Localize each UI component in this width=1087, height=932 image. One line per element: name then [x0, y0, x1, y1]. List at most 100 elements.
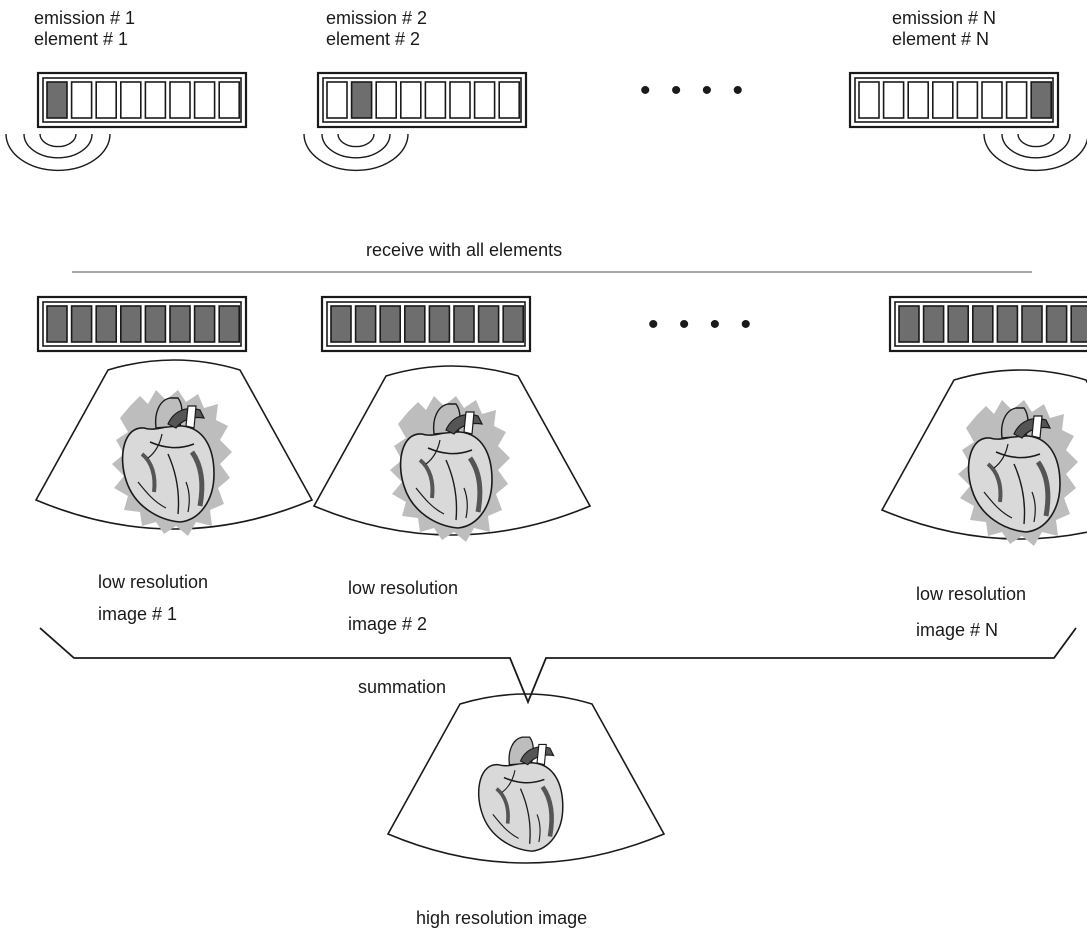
low-res-label-2: low resolution image # 2 [348, 570, 458, 642]
transducer-element [193, 81, 216, 119]
transducer-array-emission-n [848, 71, 1060, 129]
element-n-number: element # N [892, 29, 990, 49]
waves-emission-2 [303, 133, 409, 172]
transducer-element [971, 305, 994, 343]
emission-2-number: emission # 2 [326, 8, 428, 28]
transducer-element [449, 81, 471, 119]
transducer-element [931, 81, 954, 119]
transducer-element [330, 305, 352, 343]
transducer-element [403, 305, 426, 343]
transducer-element [326, 81, 348, 119]
wave-arc [1017, 133, 1055, 148]
waves-emission-1 [5, 133, 111, 172]
transducer-array-receive-2 [320, 295, 532, 353]
low-res-image-n [880, 369, 1087, 546]
transducer-element [193, 305, 216, 343]
transducer-element [428, 305, 451, 343]
transducer-element [498, 81, 521, 119]
transducer-element [70, 305, 93, 343]
transducer-element [399, 81, 422, 119]
receive-label: receive with all elements [366, 240, 563, 260]
low-res-label-1: low resolution image # 1 [98, 566, 208, 630]
transducer-element [907, 81, 930, 119]
transducer-array-emission-2 [316, 71, 528, 129]
high-res-label: high resolution image [416, 908, 588, 928]
low-res-n-line1: low resolution [916, 584, 1027, 604]
transducer-element [502, 305, 525, 343]
transducer-element [218, 305, 240, 343]
transducer-element [354, 305, 377, 343]
wave-arc [39, 133, 77, 148]
transducer-element [1045, 305, 1068, 343]
element-1-number: element # 1 [34, 29, 129, 49]
transducer-element [169, 81, 191, 119]
emission-n-label: emission # N element # N [892, 8, 996, 50]
ellipsis-middle: • • • • [648, 308, 758, 341]
transducer-element [1021, 305, 1043, 343]
transducer-element [858, 81, 880, 119]
low-res-n-line2: image # N [916, 620, 999, 640]
high-res-image [386, 693, 666, 864]
transducer-element [453, 305, 475, 343]
emission-1-label: emission # 1 element # 1 [34, 8, 135, 50]
wave-arc [337, 133, 375, 148]
transducer-array-receive-1 [36, 295, 248, 353]
transducer-element [1070, 305, 1087, 343]
array-inner-frame [326, 301, 526, 347]
low-res-image-2 [312, 365, 592, 542]
low-res-1-line1: low resolution [98, 572, 209, 592]
element-2-number: element # 2 [326, 29, 421, 49]
transducer-element [120, 81, 142, 119]
transducer-element [144, 305, 167, 343]
transducer-element [1005, 81, 1028, 119]
transducer-element [956, 81, 979, 119]
transducer-element [95, 81, 117, 119]
wave-arc [983, 133, 1087, 172]
transducer-element [144, 81, 167, 119]
transducer-element [120, 305, 142, 343]
transducer-array-emission-1 [36, 71, 248, 129]
wave-arc [5, 133, 111, 172]
transducer-element [477, 305, 500, 343]
transducer-element [95, 305, 117, 343]
low-res-2-line1: low resolution [348, 578, 459, 598]
wave-arc [1001, 133, 1071, 159]
wave-arc [23, 133, 93, 159]
wave-arc [303, 133, 409, 172]
transducer-element [882, 81, 905, 119]
transducer-element [218, 81, 240, 119]
array-inner-frame [322, 77, 522, 123]
transducer-element [996, 305, 1019, 343]
transducer-element [46, 81, 68, 119]
transducer-element [169, 305, 191, 343]
transducer-element [350, 81, 373, 119]
transducer-element [375, 81, 398, 119]
low-res-2-line2: image # 2 [348, 614, 428, 634]
array-inner-frame [42, 77, 242, 123]
transducer-element [922, 305, 945, 343]
transducer-element [46, 305, 68, 343]
array-inner-frame [894, 301, 1087, 347]
waves-emission-n [983, 133, 1087, 172]
array-inner-frame [42, 301, 242, 347]
transducer-element [981, 81, 1003, 119]
transducer-element [898, 305, 920, 343]
emission-1-number: emission # 1 [34, 8, 136, 28]
emission-n-number: emission # N [892, 8, 997, 28]
transducer-element [424, 81, 447, 119]
ellipsis-top: • • • • [640, 74, 750, 107]
summation-label: summation [358, 677, 447, 697]
transducer-element [70, 81, 93, 119]
transducer-element [947, 305, 970, 343]
transducer-element [1030, 81, 1052, 119]
low-res-1-line2: image # 1 [98, 604, 178, 624]
transducer-array-receive-n [888, 295, 1087, 353]
array-inner-frame [854, 77, 1054, 123]
transducer-element [379, 305, 402, 343]
emission-2-label: emission # 2 element # 2 [326, 8, 427, 50]
summation-brace [39, 627, 1077, 705]
low-res-label-n: low resolution image # N [916, 576, 1026, 648]
wave-arc [321, 133, 391, 159]
low-res-image-1 [34, 359, 314, 536]
